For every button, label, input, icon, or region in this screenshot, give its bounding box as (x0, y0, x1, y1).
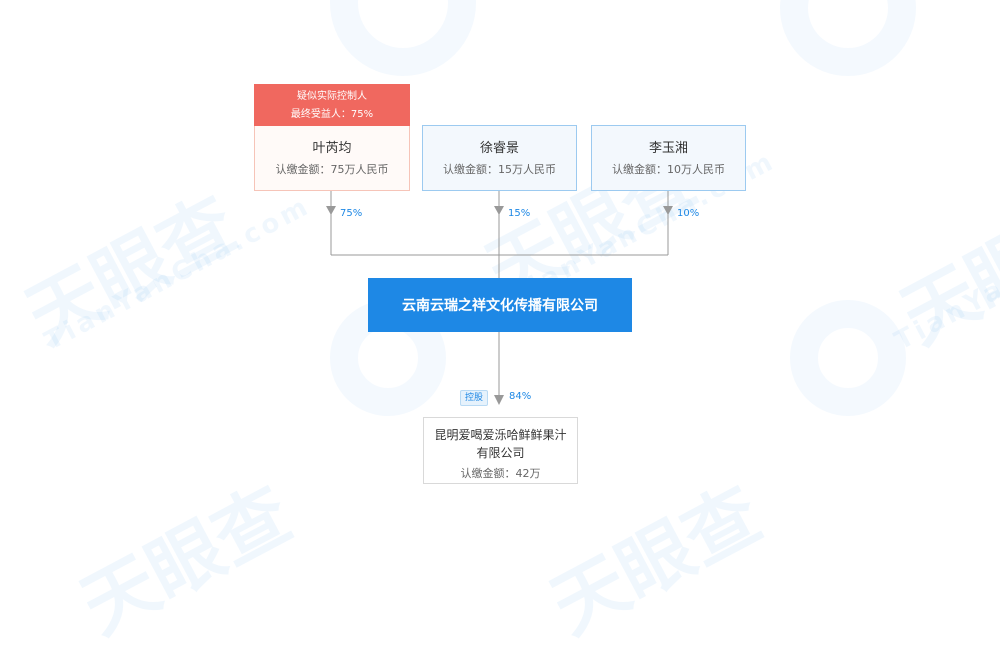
connector-lines (326, 191, 673, 405)
shareholder-name[interactable]: 叶芮均 (312, 141, 352, 156)
shareholder-amount: 认缴金额：15万人民币 (443, 163, 556, 176)
subsidiary-card[interactable]: 昆明爱喝爱泺哈鲜鲜果汁 有限公司 认缴金额：42万 (423, 417, 578, 484)
beneficiary-ratio: 最终受益人：75% (290, 109, 374, 120)
controller-badge-title: 疑似实际控制人 (297, 91, 367, 102)
shareholder-amount: 认缴金额：75万人民币 (275, 163, 389, 176)
actual-controller-badge: 疑似实际控制人 最终受益人：75% (254, 84, 410, 132)
subsidiary-name-line1: 昆明爱喝爱泺哈鲜鲜果汁 (434, 428, 567, 442)
shareholder-name[interactable]: 徐睿景 (479, 141, 519, 156)
shareholder-card[interactable]: 徐睿景 认缴金额：15万人民币 (422, 125, 577, 191)
ownership-diagram: 天眼查 TianYanCha.com 天眼查 TianYanCha.com 天眼… (13, 0, 1000, 651)
arrow-subsidiary (494, 395, 504, 405)
arrow-shareholder-1 (326, 206, 336, 215)
shareholding-percent: 75% (340, 208, 363, 219)
subsidiary-name[interactable]: 昆明爱喝爱泺哈鲜鲜果汁 有限公司 (424, 426, 577, 462)
shareholder-card[interactable]: 叶芮均 认缴金额：75万人民币 (254, 126, 410, 191)
shareholding-percent: 15% (508, 208, 531, 219)
shareholder-name[interactable]: 李玉湘 (648, 141, 688, 156)
arrow-shareholder-3 (663, 206, 673, 215)
shareholder-amount: 认缴金额：10万人民币 (612, 163, 725, 176)
shareholder-card[interactable]: 李玉湘 认缴金额：10万人民币 (591, 125, 746, 191)
subsidiary-amount: 认缴金额：42万 (460, 467, 541, 480)
shareholding-percent: 10% (677, 208, 700, 219)
arrow-shareholder-2 (494, 206, 504, 215)
subsidiary-name-line2: 有限公司 (476, 446, 525, 460)
target-company[interactable]: 云南云瑞之祥文化传播有限公司 (368, 278, 632, 332)
holding-tag: 控股 (460, 390, 489, 406)
investment-percent: 84% (509, 391, 532, 402)
